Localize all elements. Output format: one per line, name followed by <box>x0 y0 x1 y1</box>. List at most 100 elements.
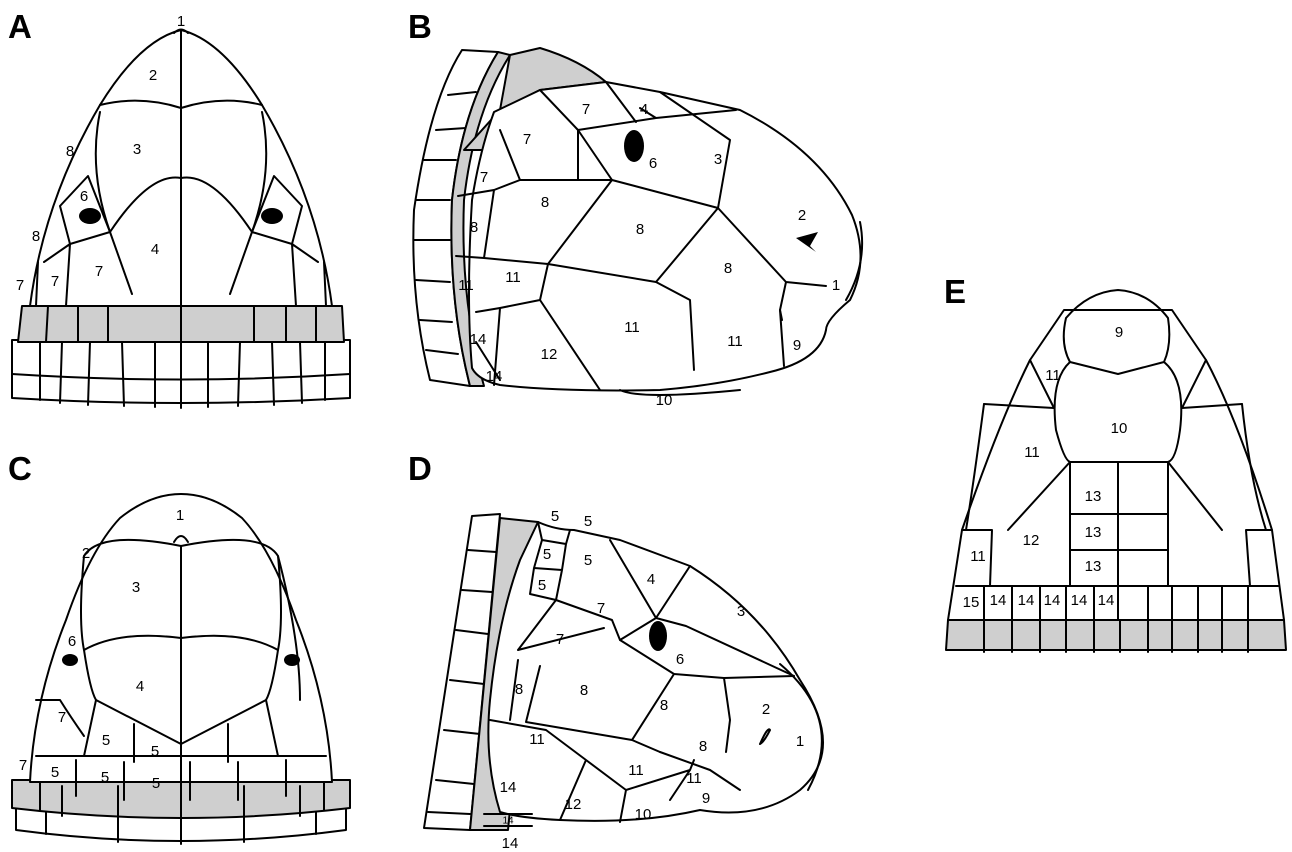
panel-a-label: 6 <box>80 188 88 205</box>
panel-e-label: 14 <box>990 592 1007 609</box>
panel-b-head-outline <box>469 82 861 390</box>
panel-b-label: 8 <box>636 221 644 238</box>
panel-c-label: 7 <box>58 709 66 726</box>
panel-b-label: 8 <box>470 219 478 236</box>
panel-e-label: 15 <box>963 594 980 611</box>
panel-c-label: 5 <box>51 764 59 781</box>
panel-d-label: 5 <box>538 577 546 594</box>
panel-c-label: 1 <box>176 507 184 524</box>
panel-b-label: 3 <box>714 151 722 168</box>
panel-c-label: 5 <box>101 769 109 786</box>
panel-b-label: 8 <box>541 194 549 211</box>
panel-d-letter: D <box>408 450 432 487</box>
panel-b-letter: B <box>408 8 432 45</box>
panel-d-label: 3 <box>737 603 745 620</box>
panel-d-label: 14 <box>502 835 519 852</box>
panel-d-label: 4 <box>647 571 655 588</box>
panel-b-label: 12 <box>541 346 558 363</box>
panel-c-label: 4 <box>136 678 144 695</box>
panel-b-label: 8 <box>724 260 732 277</box>
panel-d-label: 6 <box>676 651 684 668</box>
panel-a-left-eye <box>79 208 101 224</box>
panel-d-label: 5 <box>543 546 551 563</box>
panel-d-label: 14 <box>500 779 517 796</box>
panel-c-label: 5 <box>151 743 159 760</box>
panel-e-label: 10 <box>1111 420 1128 437</box>
panel-d-label: 5 <box>584 552 592 569</box>
panel-b-label: 1 <box>832 277 840 294</box>
panel-e-label: 11 <box>1024 444 1040 461</box>
panel-b-label: 11 <box>624 319 640 336</box>
panel-d-label: 11 <box>529 731 545 748</box>
panel-a-letter: A <box>8 8 32 45</box>
panel-b-label: 11 <box>505 269 521 286</box>
panel-e-gray-band <box>946 620 1286 650</box>
panel-a-label: 7 <box>51 273 59 290</box>
panel-b-label: 10 <box>656 392 673 409</box>
panel-c-label: 5 <box>152 775 160 792</box>
panel-b: B 1 2 3 4 6 7 7 7 8 8 8 8 9 10 11 11 <box>408 8 862 409</box>
panel-a-right-eye <box>261 208 283 224</box>
panel-d-label: 1 <box>796 733 804 750</box>
panel-d-label: 11 <box>686 770 702 787</box>
panel-d-label: 7 <box>556 631 564 648</box>
panel-e-label: 11 <box>970 548 986 565</box>
panel-e-label: 11 <box>1045 367 1061 384</box>
panel-a-label: 1 <box>177 13 185 30</box>
panel-a-label: 7 <box>95 263 103 280</box>
panel-b-label: 7 <box>480 169 488 186</box>
panel-d-label: 10 <box>635 806 652 823</box>
panel-e-label: 9 <box>1115 324 1123 341</box>
panel-b-label: 6 <box>649 155 657 172</box>
panel-c: C 1 2 3 4 5 5 5 5 5 6 7 7 <box>8 450 350 844</box>
panel-c-label: 5 <box>102 732 110 749</box>
panel-a-label: 7 <box>16 277 24 294</box>
panel-b-label: 14 <box>486 368 503 385</box>
panel-d-label: 2 <box>762 701 770 718</box>
panel-d-label: 8 <box>515 681 523 698</box>
panel-e-chin-outline <box>948 310 1284 620</box>
panel-c-letter: C <box>8 450 32 487</box>
panel-d-label: 5 <box>584 513 592 530</box>
panel-b-label: 11 <box>727 333 743 350</box>
panel-c-label: 6 <box>68 633 76 650</box>
panel-e-label: 14 <box>1098 592 1115 609</box>
panel-e: E 9 10 11 11 11 12 13 13 13 15 14 14 14 … <box>944 273 1286 652</box>
panel-d-label: 8 <box>660 697 668 714</box>
panel-d-label: 9 <box>702 790 710 807</box>
panel-e-label: 14 <box>1018 592 1035 609</box>
panel-e-label: 14 <box>1044 592 1061 609</box>
panel-e-label: 13 <box>1085 524 1102 541</box>
panel-a-label: 2 <box>149 67 157 84</box>
panel-d-eye <box>649 621 667 651</box>
panel-b-label: 11 <box>458 277 474 294</box>
panel-a-label: 8 <box>66 143 74 160</box>
panel-b-label: 14 <box>470 331 487 348</box>
panel-d: D 1 2 3 4 5 5 5 5 5 6 7 7 8 8 8 8 9 10 1… <box>408 450 823 852</box>
panel-a: A 1 2 3 4 6 7 7 7 8 8 <box>8 8 350 408</box>
panel-e-label: 13 <box>1085 488 1102 505</box>
panel-b-label: 9 <box>793 337 801 354</box>
panel-d-label: 11 <box>628 762 644 779</box>
panel-b-label: 4 <box>640 101 648 118</box>
panel-b-label: 2 <box>798 207 806 224</box>
panel-d-label: 14 <box>502 816 514 827</box>
panel-b-label: 7 <box>523 131 531 148</box>
panel-a-label: 4 <box>151 241 159 258</box>
panel-c-label: 3 <box>132 579 140 596</box>
panel-b-label: 7 <box>582 101 590 118</box>
panel-c-right-eye <box>284 654 300 666</box>
panel-b-eye <box>624 130 644 162</box>
panel-a-label: 3 <box>133 141 141 158</box>
panel-d-label: 7 <box>597 600 605 617</box>
panel-a-label: 8 <box>32 228 40 245</box>
panel-c-label: 2 <box>82 545 90 562</box>
panel-e-label: 13 <box>1085 558 1102 575</box>
panel-c-left-eye <box>62 654 78 666</box>
panel-e-label: 14 <box>1071 592 1088 609</box>
panel-d-label: 8 <box>699 738 707 755</box>
panel-e-letter: E <box>944 273 966 310</box>
panel-d-label: 8 <box>580 682 588 699</box>
panel-d-label: 12 <box>565 796 582 813</box>
